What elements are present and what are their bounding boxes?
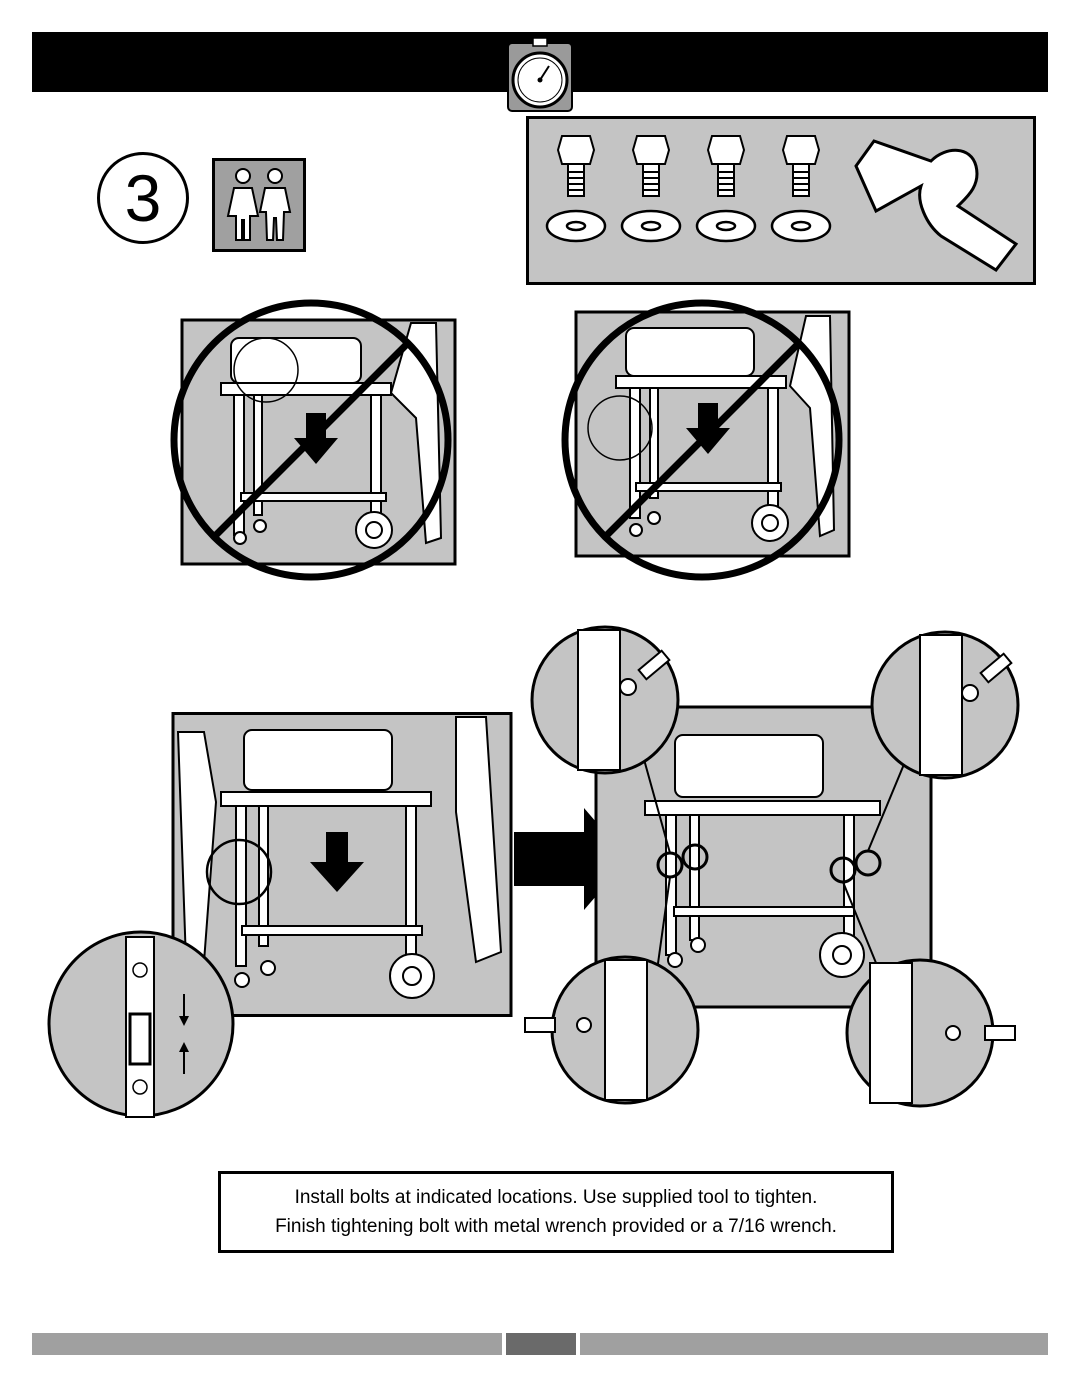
bolt-icons bbox=[556, 135, 821, 197]
instruction-line-1: Install bolts at indicated locations. Us… bbox=[294, 1187, 818, 1208]
bolt-location-details bbox=[524, 625, 1020, 1108]
step-number: 3 bbox=[97, 152, 189, 244]
detail-leg-alignment bbox=[47, 930, 235, 1118]
parts-panel bbox=[526, 116, 1036, 285]
detail-top-right bbox=[870, 630, 1020, 780]
stopwatch-icon bbox=[507, 37, 573, 112]
detail-top-left bbox=[530, 625, 680, 775]
instruction-line-2: Finish tightening bolt with metal wrench… bbox=[275, 1216, 837, 1237]
prohibited-icon bbox=[561, 299, 843, 581]
incorrect-method-two bbox=[561, 299, 851, 581]
washer-icons bbox=[545, 209, 832, 243]
bolt-tool-icon bbox=[854, 139, 1019, 272]
correct-method-assembly bbox=[47, 712, 513, 1118]
instruction-caption: Install bolts at indicated locations. Us… bbox=[218, 1171, 894, 1253]
footer-bar bbox=[32, 1333, 502, 1355]
footer-page-tab bbox=[506, 1333, 576, 1355]
detail-bottom-right bbox=[845, 958, 1016, 1108]
footer-bar bbox=[580, 1333, 1048, 1355]
detail-bottom-left bbox=[524, 955, 700, 1105]
incorrect-method-one bbox=[170, 299, 457, 581]
prohibited-icon bbox=[170, 299, 452, 581]
two-people-icon bbox=[212, 158, 306, 252]
